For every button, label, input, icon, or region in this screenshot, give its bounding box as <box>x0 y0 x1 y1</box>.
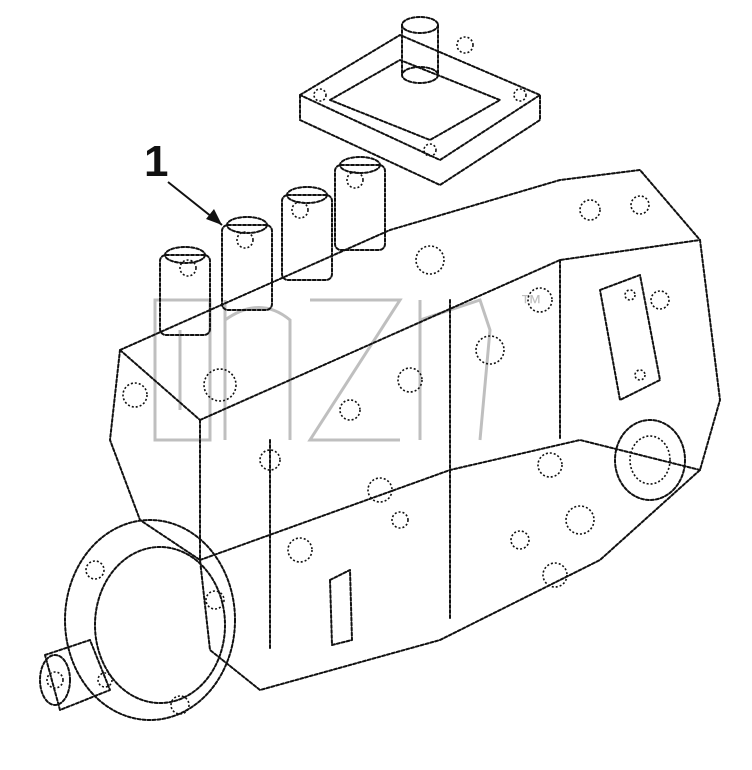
bolts <box>122 195 670 588</box>
right-boss <box>614 419 686 501</box>
pump-body <box>109 169 721 691</box>
watermark-logo: ™ <box>153 290 542 442</box>
callout-number-1: 1 <box>144 137 169 186</box>
svg-text:™: ™ <box>520 290 542 315</box>
delivery-valve-holders <box>159 156 386 336</box>
side-bracket <box>599 274 661 401</box>
callout-leader-arrow <box>167 181 223 226</box>
governor-cover <box>299 16 541 186</box>
mounting-flange <box>64 519 236 721</box>
lower-lever <box>329 569 353 646</box>
drive-shaft <box>39 639 111 711</box>
